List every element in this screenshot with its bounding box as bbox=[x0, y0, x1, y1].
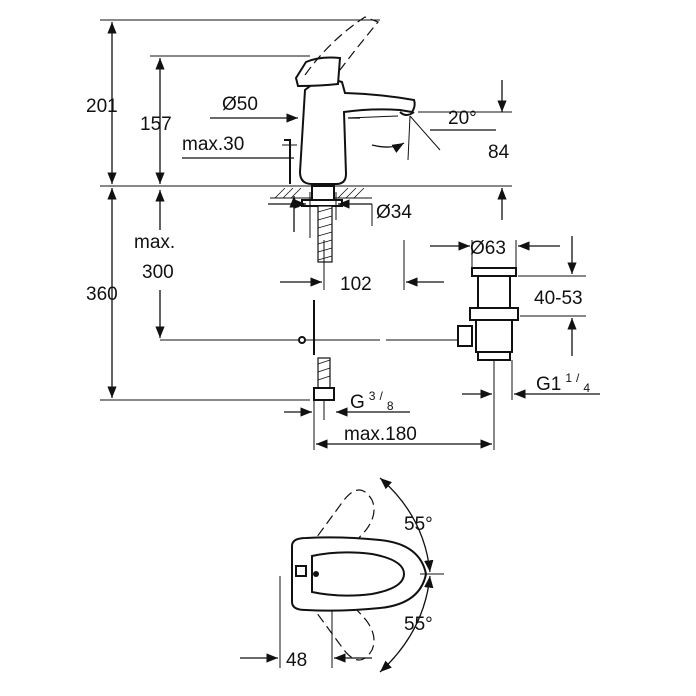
dimension-labels: 201 157 Ø50 max.30 20° 84 Ø34 max. 300 1… bbox=[86, 94, 590, 671]
faucet-side-view bbox=[100, 16, 519, 420]
lower-hose bbox=[313, 357, 335, 420]
faucet-body bbox=[298, 78, 416, 185]
faucet-lever-raised bbox=[304, 16, 379, 76]
label-height-below: 360 bbox=[86, 284, 118, 305]
dimension-lines bbox=[100, 19, 600, 450]
label-waste-thread: G1 1 / 4 bbox=[536, 369, 590, 395]
label-max-pipe: max. bbox=[134, 232, 175, 253]
label-waste-range: 40-53 bbox=[534, 288, 583, 309]
label-spout-height: 84 bbox=[488, 142, 510, 163]
label-diameter-body: Ø50 bbox=[222, 94, 258, 115]
label-projection: 102 bbox=[340, 274, 372, 295]
label-diameter-waste: Ø63 bbox=[470, 238, 506, 259]
lever-position-down bbox=[299, 579, 375, 661]
lever-top-view bbox=[240, 477, 444, 673]
label-spout-angle: 20° bbox=[448, 108, 477, 129]
faucet-lever bbox=[294, 56, 342, 88]
label-lever-angle-top: 55° bbox=[404, 514, 433, 535]
label-diameter-hole: Ø34 bbox=[376, 202, 412, 223]
label-max-offset: max.180 bbox=[344, 424, 417, 445]
label-supply-thread: G 3 / 8 bbox=[350, 387, 394, 413]
label-lever-angle-bottom: 55° bbox=[404, 614, 433, 635]
label-max-pipe-value: 300 bbox=[142, 262, 174, 283]
lever-position-up bbox=[299, 489, 375, 571]
label-max-deck: max.30 bbox=[182, 134, 244, 155]
waste-assembly bbox=[457, 267, 519, 400]
label-lever-width: 48 bbox=[286, 650, 307, 671]
supply-hoses bbox=[309, 192, 337, 263]
label-height-spout: 157 bbox=[140, 114, 172, 135]
label-height-total: 201 bbox=[86, 96, 118, 117]
